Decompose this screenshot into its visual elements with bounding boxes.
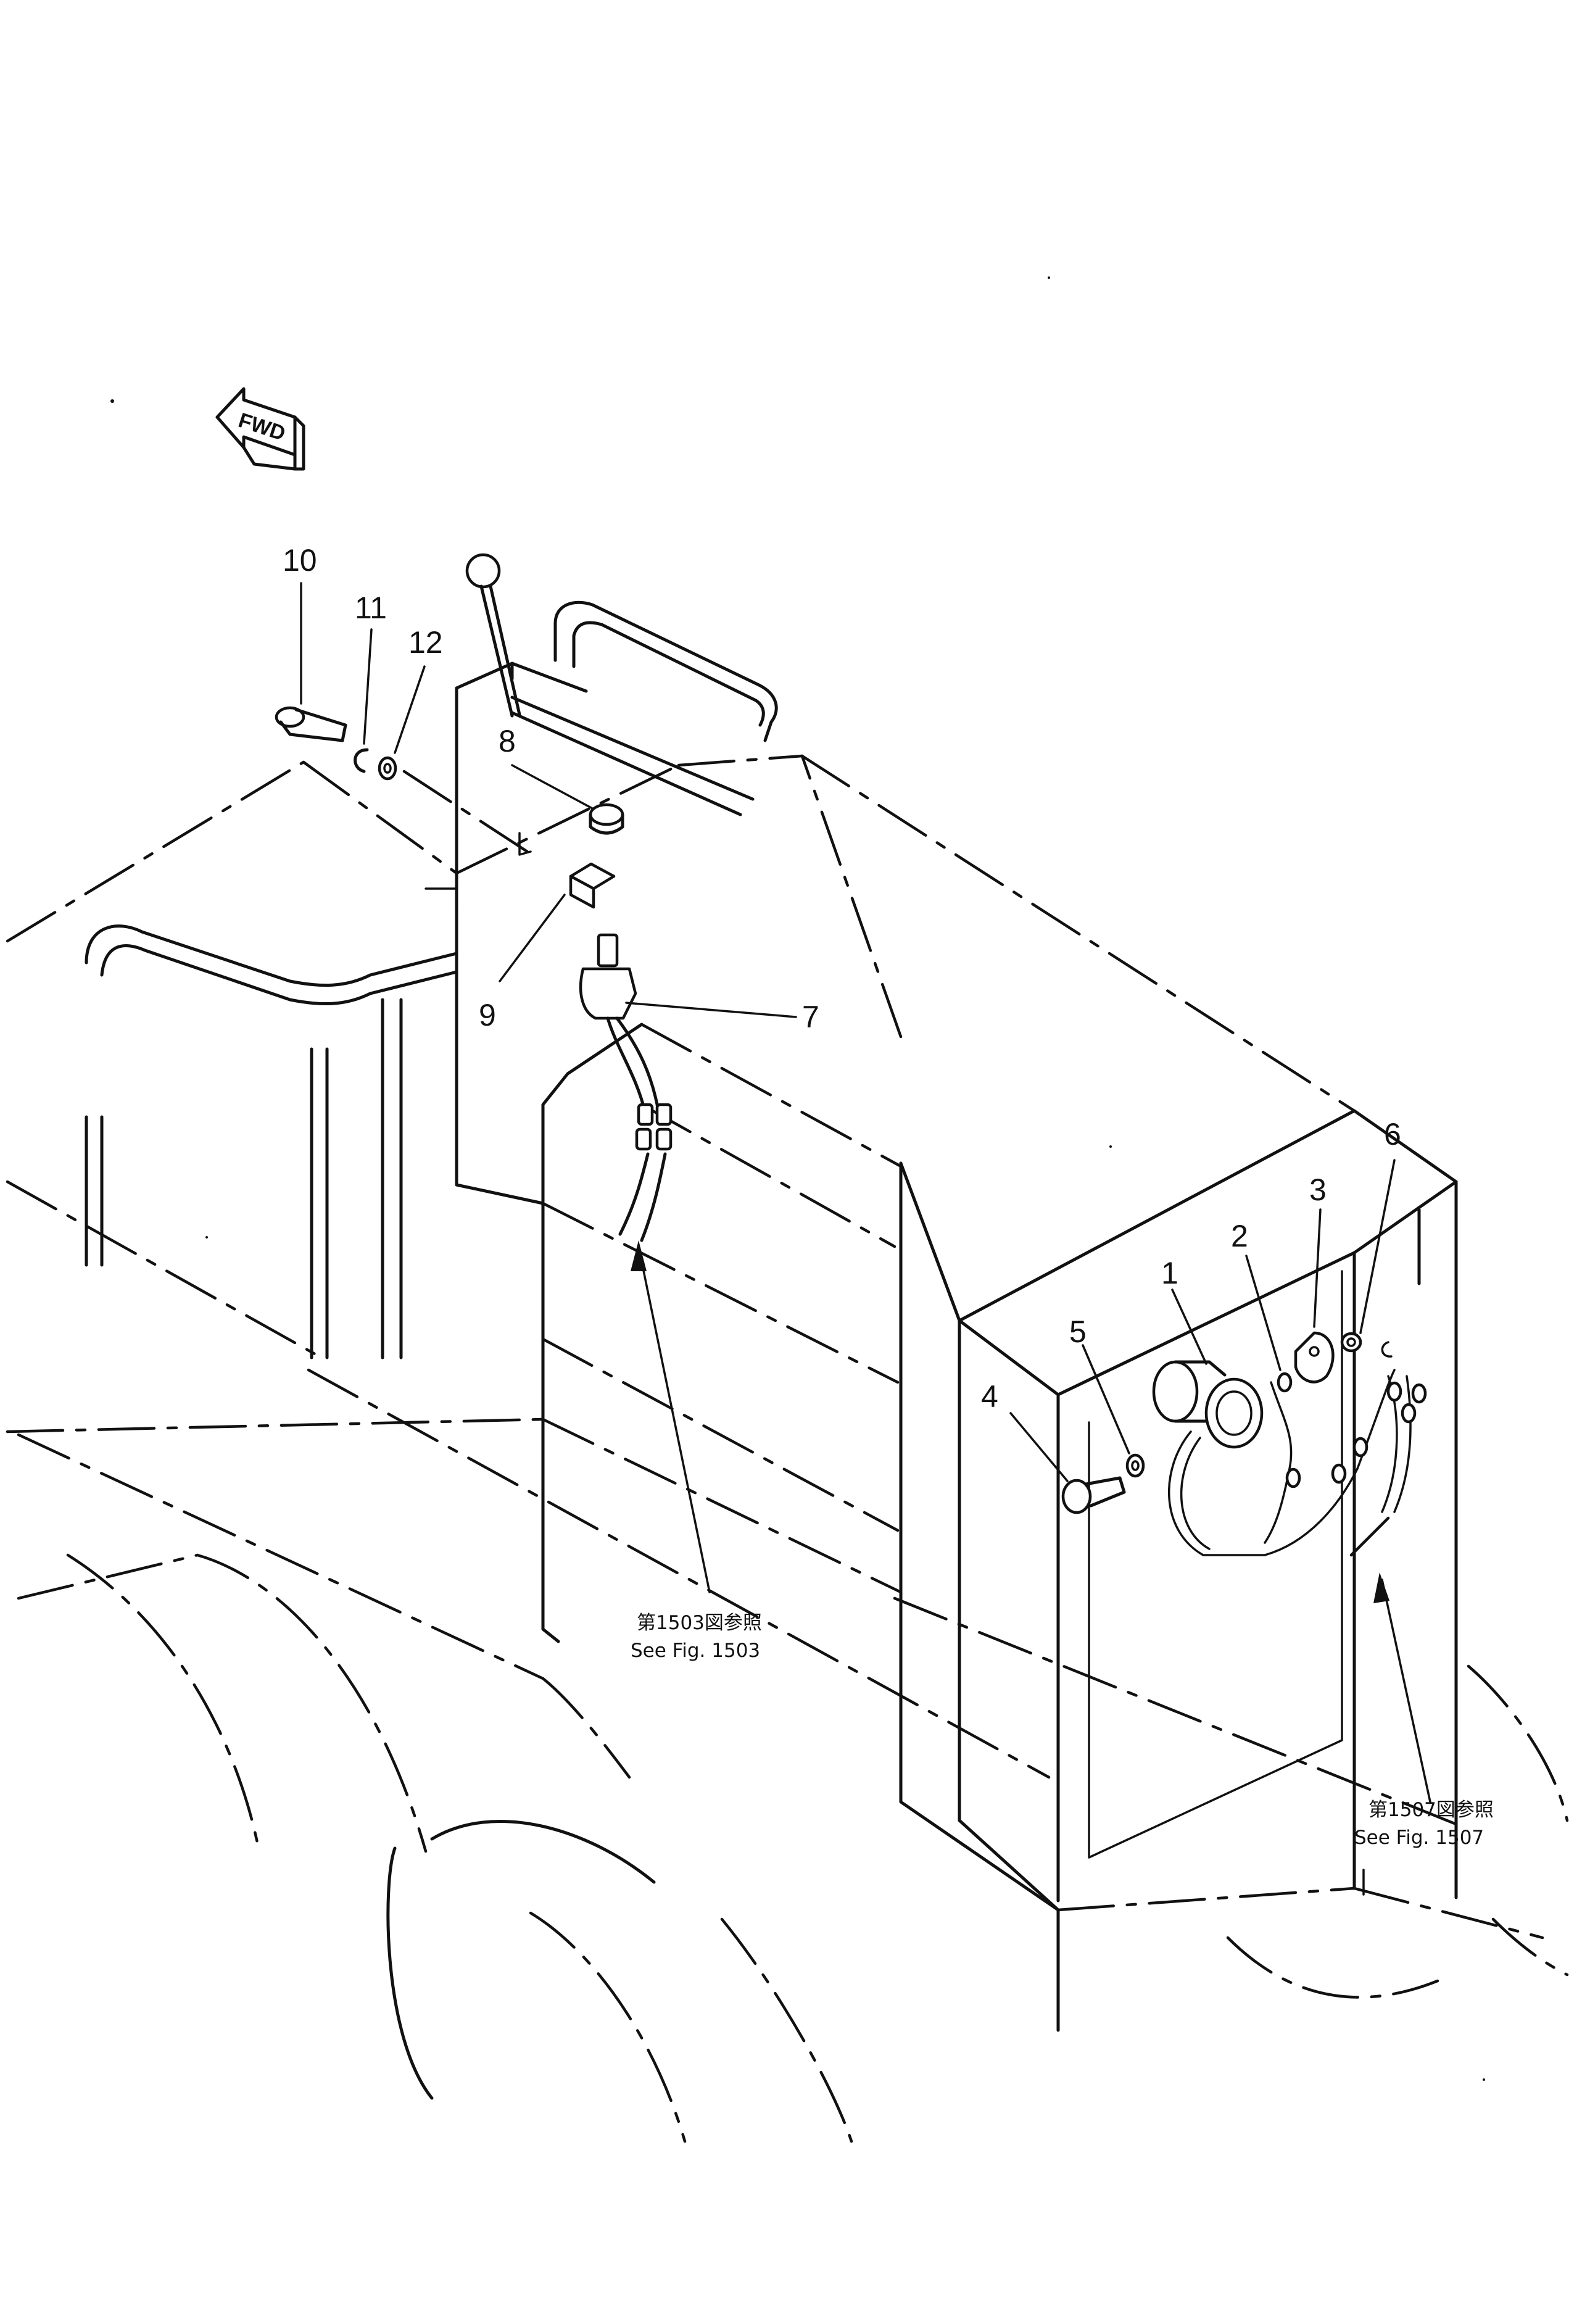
reference-jp-1507: 第1507図参照: [1368, 1799, 1494, 1821]
clamp-part-3: [1294, 1331, 1335, 1384]
lamp-part-1: [1152, 1360, 1264, 1449]
lever-knob: [465, 553, 501, 589]
reference-jp-1503: 第1503図参照: [637, 1612, 762, 1634]
lamp-wiring: [1167, 1369, 1427, 1557]
lock-washer-part-11: [354, 748, 369, 773]
reference-fig-1503: 第1503図参照 See Fig. 1503: [631, 1612, 762, 1662]
callout-8: 8: [499, 724, 516, 758]
callout-5: 5: [1069, 1314, 1087, 1349]
reference-en-1507: See Fig. 1507: [1354, 1827, 1484, 1849]
nut-part-6: [1340, 1332, 1362, 1353]
washer-part-5: [1125, 1453, 1145, 1478]
callout-3: 3: [1309, 1172, 1327, 1207]
bolt-part-10: [275, 706, 347, 742]
callout-6: 6: [1384, 1117, 1401, 1152]
leader-lines: [300, 582, 1431, 1803]
callout-12: 12: [408, 625, 443, 660]
forward-direction-arrow: FWD: [215, 387, 305, 471]
switch-harness-part-7: [579, 933, 673, 1242]
nut-part-8: [589, 803, 624, 835]
callout-10: 10: [283, 543, 317, 578]
reference-en-1503: See Fig. 1503: [631, 1640, 760, 1662]
callout-7: 7: [802, 1000, 819, 1034]
callout-numbers: 10 11 12 8 9 7 1 2 3 6 5 4: [283, 543, 1401, 1414]
callout-11: 11: [355, 591, 387, 625]
callout-1: 1: [1161, 1256, 1178, 1290]
lever-support-assembly: [85, 553, 778, 1006]
clip-near-part-6: [1381, 1341, 1393, 1358]
washer-part-12: [378, 756, 397, 781]
reference-fig-1507: 第1507図参照 See Fig. 1507: [1354, 1799, 1494, 1896]
callout-9: 9: [479, 998, 496, 1032]
callout-2: 2: [1231, 1219, 1248, 1253]
callout-4: 4: [981, 1379, 998, 1414]
bolt-axis-line: [402, 770, 539, 860]
vehicle-body-outline: [6, 754, 1569, 2143]
bolt-part-4: [1061, 1476, 1126, 1514]
